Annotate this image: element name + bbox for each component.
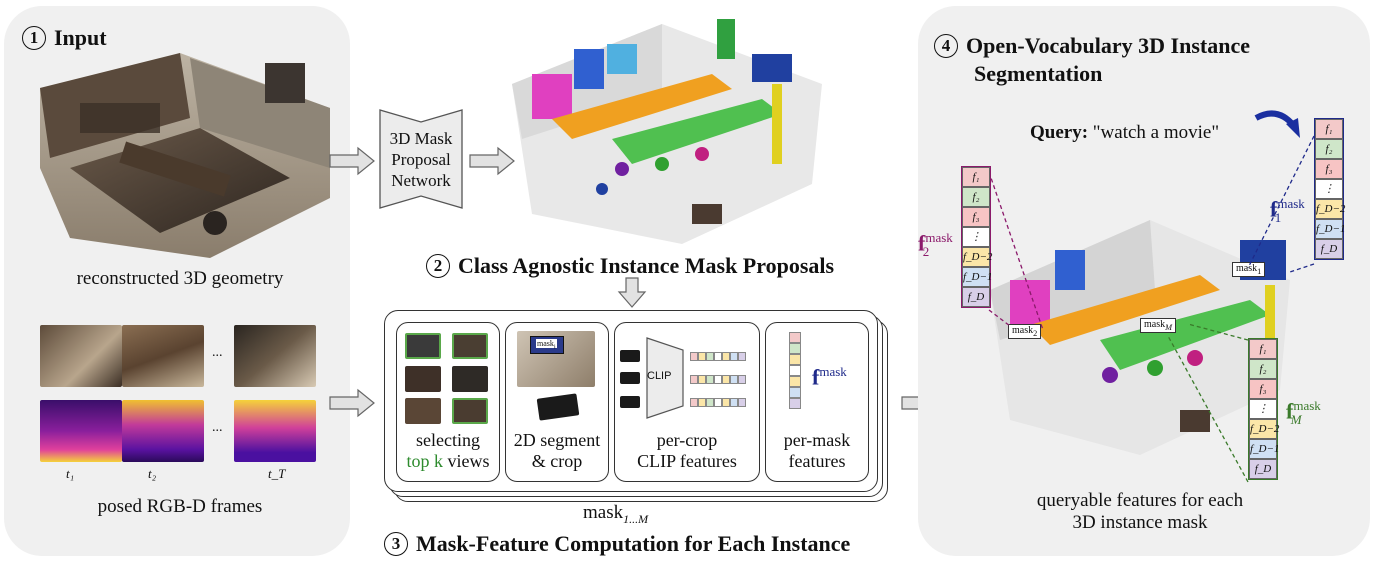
crop-thumb-3 [620,396,640,408]
view-thumb-2 [452,333,488,359]
time-label-T: t_T [268,466,286,481]
fmask-symbol: fmask [812,364,847,390]
per-mask-features-caption: per-mask features [783,430,851,471]
maskM-tag: maskM [1140,318,1177,333]
reconstructed-scene-image [40,53,330,258]
clip-features-caption: per-crop CLIP features [637,430,737,471]
view-thumb-6 [452,398,488,424]
query-line: Query: "watch a movie" [1030,122,1220,143]
feature-cell: f_D−1 [1315,219,1345,239]
view-thumb-5 [405,398,441,424]
feature-cell: f₂ [1249,359,1277,379]
mask2-tag: mask2 [1008,324,1042,339]
rgb-frame-T [234,325,316,387]
feature-connectors [988,135,1315,483]
feature-cell: f_D [1249,459,1277,479]
feature-cell: f_D−1 [962,267,992,287]
segment-mask-tag: maski [536,339,557,351]
depth-frame-1 [40,400,122,462]
arrow-down-to-features [617,277,647,308]
crop-thumb-2 [620,372,640,384]
frames-caption: posed RGB-D frames [97,496,263,517]
feature-cell: ⋮ [962,227,990,247]
query-arrow-icon [1254,110,1300,138]
arrow-from-frames [329,388,375,418]
feature-cell: f₂ [962,187,990,207]
clip-vector-3 [690,398,746,407]
feature-cell: f₃ [962,207,990,227]
feature-cell: f₁ [962,167,990,187]
step-number-1: 1 [22,25,46,50]
instance-segmentation-scene-image [990,220,1290,455]
proposal-network-block [379,109,463,209]
mask-range-label: mask1...M [583,502,649,526]
arrow-to-proposal-network [329,146,375,176]
feature-cell: f_D−1 [1249,439,1279,459]
proposal-network-label: 3D Mask Proposal Network [389,129,453,190]
geometry-caption: reconstructed 3D geometry [76,268,284,289]
feature-cell: f₂ [1315,139,1343,159]
time-label-1: t₁ [66,466,75,481]
feature-cell: f_D−2 [1315,199,1345,219]
clip-vector-2 [690,375,746,384]
f1-mask-label: fmask1 [1270,196,1305,225]
feature-cell: f₁ [1315,119,1343,139]
feature-column-f1: f₁ f₂ f₃ ⋮ f_D−2 f_D−1 f_D [1314,118,1345,260]
view-thumb-4 [452,366,488,392]
select-views-caption: selecting top k views [406,430,490,471]
arrow-to-mask-proposals [469,146,515,176]
view-thumb-1 [405,333,441,359]
feature-cell: f_D−2 [1249,419,1279,439]
crop-thumb-1 [620,350,640,362]
depth-frame-T [234,400,316,462]
feature-column-fM: f₁ f₂ f₃ ⋮ f_D−2 f_D−1 f_D [1248,338,1279,480]
fM-mask-label: fmaskM [1286,398,1321,427]
rgb-frame-1 [40,325,122,387]
view-thumb-3 [405,366,441,392]
queryable-caption: queryable features for each 3D instance … [1036,490,1244,533]
depth-frame-2 [122,400,204,462]
step-number-2: 2 [426,253,450,278]
feature-cell: ⋮ [1315,179,1343,199]
clip-encoder-label: CLIP [647,370,672,382]
clip-vector-1 [690,352,746,361]
mask1-tag: mask1 [1232,262,1266,277]
clip-encoder-block [646,337,684,419]
per-mask-features-box [765,322,869,482]
time-label-2: t₂ [148,466,157,481]
segment-crop-caption: 2D segment & crop [513,430,601,471]
step-number-4: 4 [934,33,958,58]
rgb-frame-2 [122,325,204,387]
mask-feature-vector [789,332,801,409]
feature-cell: f₃ [1249,379,1277,399]
feature-cell: ⋮ [1249,399,1277,419]
step-number-3: 3 [384,531,408,556]
feature-cell: f₁ [1249,339,1277,359]
frames-ellipsis: ... [212,345,223,360]
mask-proposals-scene-image [512,19,822,244]
feature-cell: f_D [962,287,990,307]
feature-cell: f_D [1315,239,1343,259]
depth-ellipsis: ... [212,420,223,435]
feature-cell: f₃ [1315,159,1343,179]
feature-column-f2: f₁ f₂ f₃ ⋮ f_D−2 f_D−1 f_D [961,166,992,308]
feature-cell: f_D−2 [962,247,992,267]
f2-mask-label: fmask2 [918,230,953,259]
